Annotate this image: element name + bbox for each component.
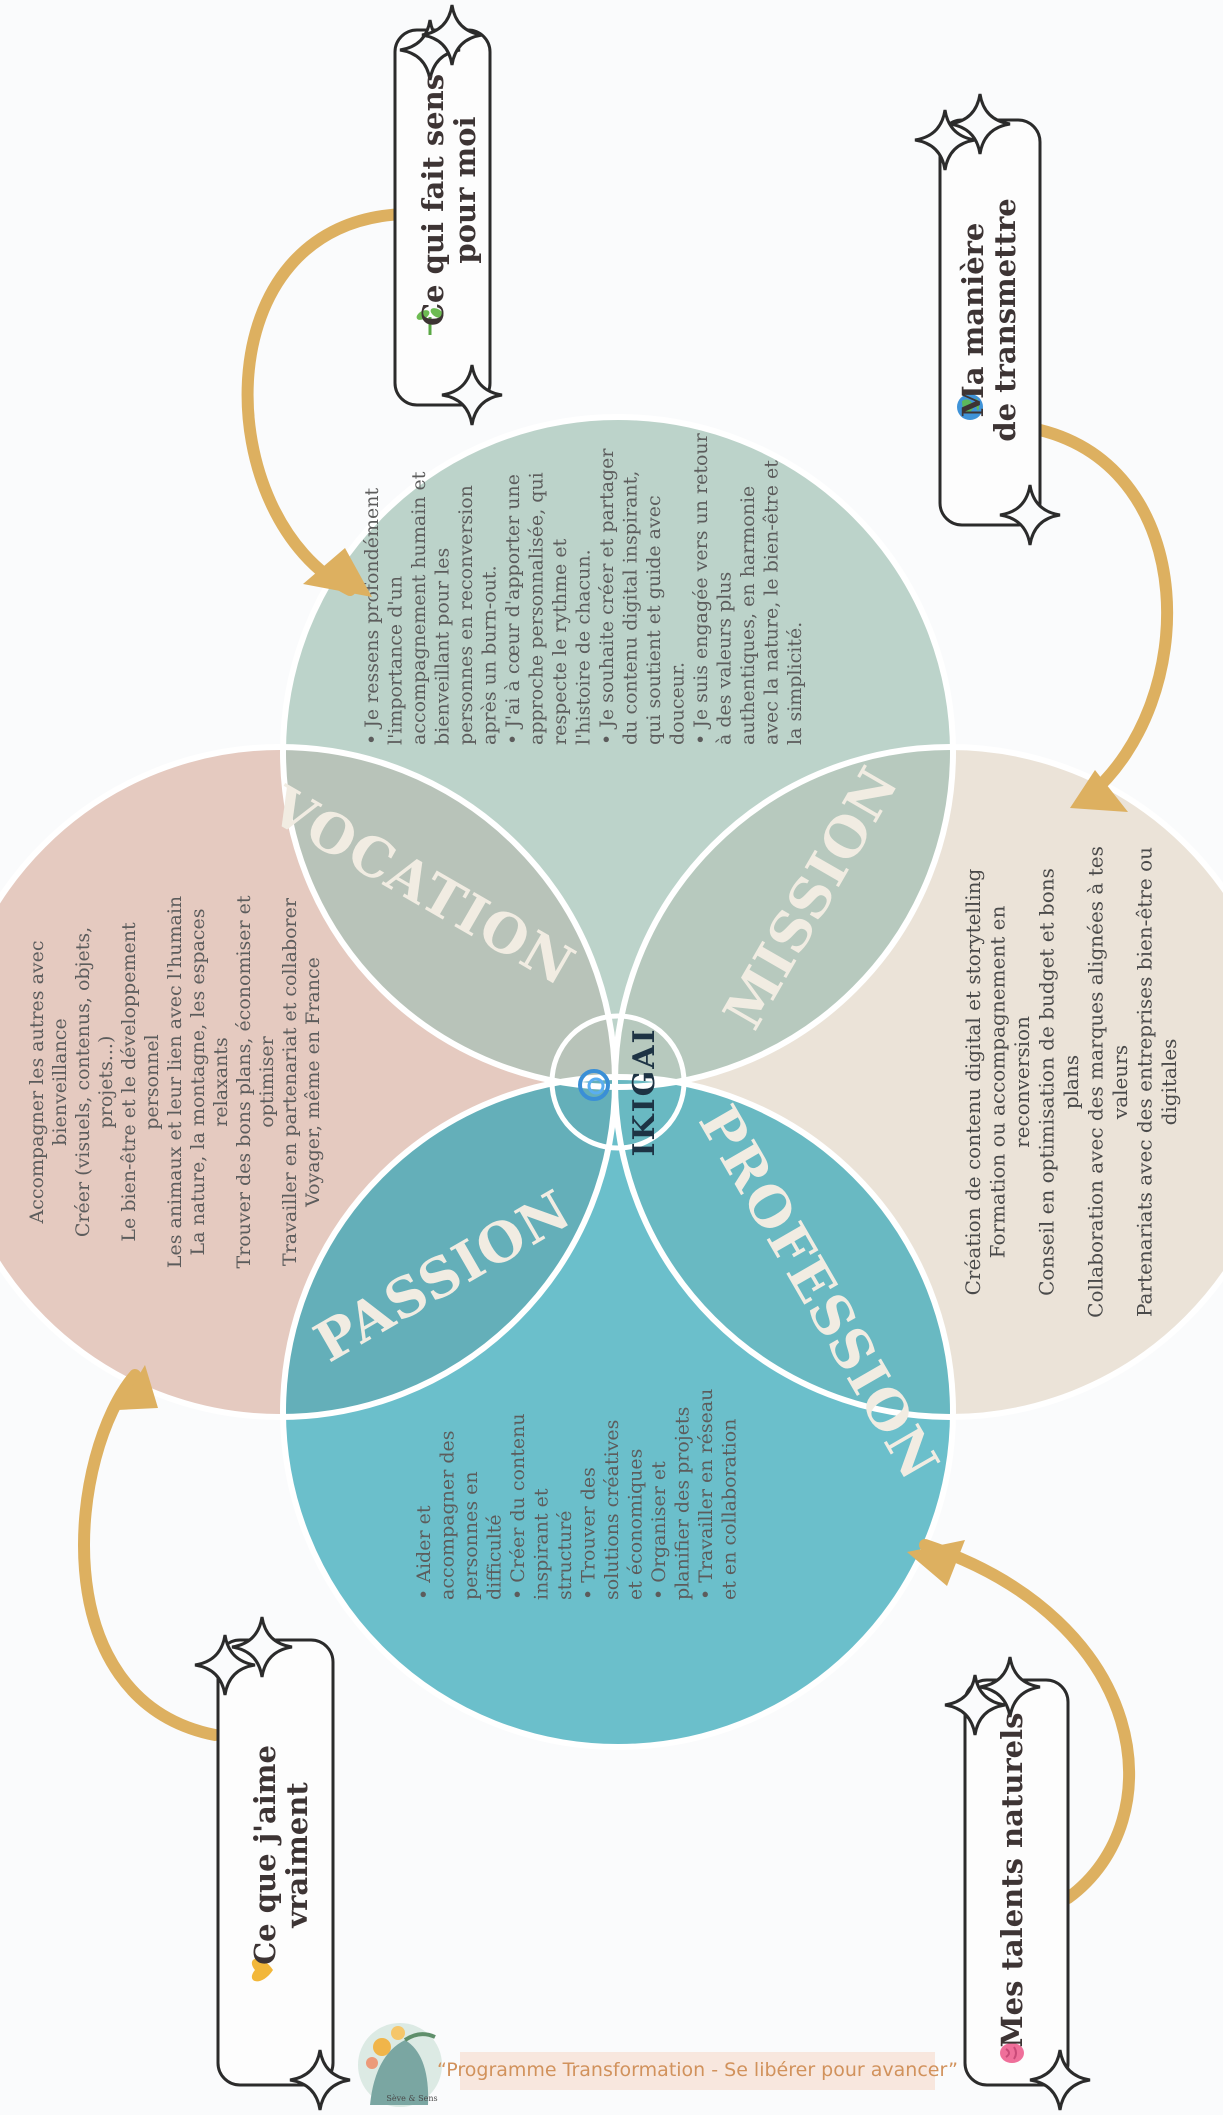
box-aime: Ce que j'aime vraiment — [193, 1615, 352, 2112]
sens-line: à des valeurs plus — [714, 572, 736, 745]
arrowheads — [118, 548, 1128, 1586]
sens-line: qui soutient et guide avec — [643, 495, 665, 745]
talents-line: solutions créatives — [601, 1420, 623, 1600]
aime-line: La nature, la montagne, les espaces — [187, 909, 209, 1256]
globe-icon — [957, 394, 983, 420]
talents-line: inspirant et — [531, 1488, 553, 1600]
talents-line: et en collaboration — [719, 1419, 741, 1600]
talents-line: accompagner des — [437, 1431, 459, 1600]
overlap-passion — [283, 1077, 615, 1417]
aime-line: Accompagner les autres avec — [26, 940, 48, 1224]
logo-text: Sève & Sens — [386, 2094, 437, 2103]
aime-line: projets...) — [95, 1036, 117, 1129]
sens-line: • Je souhaite créer et partager — [596, 448, 618, 745]
sens-line: accompagnement humain et — [408, 471, 430, 745]
box-talents-line1: Mes talents naturels — [995, 1713, 1029, 2048]
aime-line: Le bien-être et le développement — [118, 922, 140, 1242]
aime-line: Créer (visuels, contenus, objets, — [72, 927, 94, 1237]
sens-line: respecte le rythme et — [549, 538, 571, 745]
brain-icon — [1000, 2043, 1024, 2063]
transmettre-line: digitales — [1157, 1039, 1181, 1126]
aime-line: Voyager, même en France — [302, 957, 324, 1208]
transmettre-line: Conseil en optimisation de budget et bon… — [1035, 868, 1059, 1296]
sens-line: • J'ai à cœur d'apporter une — [502, 474, 524, 745]
footer: Sève & Sens “Programme Transformation - … — [358, 2023, 958, 2107]
sens-line: l'histoire de chacun. — [573, 549, 595, 745]
box-aime-line2: vraiment — [280, 1782, 314, 1929]
logo-image: Sève & Sens — [358, 2023, 442, 2107]
arrow-transmettre — [1034, 424, 1174, 801]
sens-line: la simplicité. — [784, 622, 806, 745]
ikigai-label: IKIGAI — [627, 1027, 662, 1156]
talents-line: • Organiser et — [648, 1461, 670, 1600]
aime-line: relaxants — [210, 1037, 232, 1126]
box-transmettre: Ma manière de transmettre — [913, 92, 1062, 547]
box-aime-line1: Ce que j'aime — [248, 1745, 282, 1965]
arrow-sens — [241, 208, 411, 596]
sens-line: authentiques, en harmonie — [737, 486, 759, 745]
aime-line: Trouver des bons plans, économiser et — [233, 895, 255, 1268]
spiral-icon — [578, 1069, 610, 1101]
aime-line: optimiser — [256, 1035, 278, 1127]
transmettre-line: plans — [1059, 1055, 1083, 1109]
transmettre-text-group: Création de contenu digital et storytell… — [961, 846, 1181, 1318]
transmettre-line: Collaboration avec des marques alignées … — [1084, 846, 1108, 1318]
sens-line: après un burn-out. — [479, 565, 501, 745]
arrows — [78, 208, 1174, 1904]
box-sens: Ce qui fait sens pour moi — [393, 3, 504, 427]
talents-line: planifier des projets — [672, 1407, 694, 1600]
sens-line: • Je ressens profondément — [361, 487, 383, 745]
transmettre-line: Partenariats avec des entreprises bien-ê… — [1133, 847, 1157, 1317]
sens-line: l'importance d'un — [385, 576, 407, 745]
sens-line: approche personnalisée, qui — [526, 472, 548, 745]
box-transmettre-line1: Ma manière — [956, 223, 990, 418]
talents-line: • Aider et — [413, 1505, 435, 1600]
transmettre-line: valeurs — [1108, 1045, 1132, 1120]
sens-line: du contenu digital inspirant, — [620, 471, 642, 745]
sens-line: bienveillant pour les — [432, 548, 454, 745]
box-sens-line1: Ce qui fait sens — [416, 74, 450, 326]
aime-line: Travailler en partenariat et collaborer — [279, 897, 301, 1266]
sens-line: avec la nature, le bien-être et — [761, 460, 783, 745]
sens-line: personnes en reconversion — [455, 485, 477, 745]
aime-line: Les animaux et leur lien avec l'humain — [164, 896, 186, 1268]
talents-line: • Créer du contenu — [507, 1413, 529, 1600]
arrow-talents — [919, 1539, 1136, 1904]
talents-line: • Travailler en réseau — [695, 1389, 717, 1600]
talents-line: difficulté — [484, 1514, 506, 1600]
sens-line: • Je suis engagée vers un retour — [690, 432, 712, 745]
talents-line: et économiques — [625, 1449, 647, 1600]
heart-icon — [251, 1958, 273, 1982]
overlap-vocation — [283, 747, 615, 1087]
transmettre-line: Formation ou accompagnement en — [986, 906, 1010, 1259]
transmettre-line: Création de contenu digital et storytell… — [961, 868, 985, 1295]
talents-line: personnes en — [460, 1471, 482, 1600]
seedling-icon — [416, 308, 444, 335]
footer-text: “Programme Transformation - Se libérer p… — [437, 2059, 958, 2081]
sens-line: douceur. — [667, 662, 689, 745]
transmettre-line: reconversion — [1010, 1016, 1034, 1148]
box-sens-line2: pour moi — [448, 116, 482, 263]
arrow-aime — [78, 1369, 221, 1741]
aime-line: bienveillance — [49, 1018, 71, 1145]
box-transmettre-line2: de transmettre — [988, 198, 1022, 441]
box-talents: Mes talents naturels — [943, 1655, 1092, 2112]
center-ring — [549, 1013, 687, 1151]
talents-line: • Trouver des — [578, 1467, 600, 1600]
aime-line: personnel — [141, 1034, 163, 1129]
talents-line: structuré — [554, 1510, 576, 1600]
